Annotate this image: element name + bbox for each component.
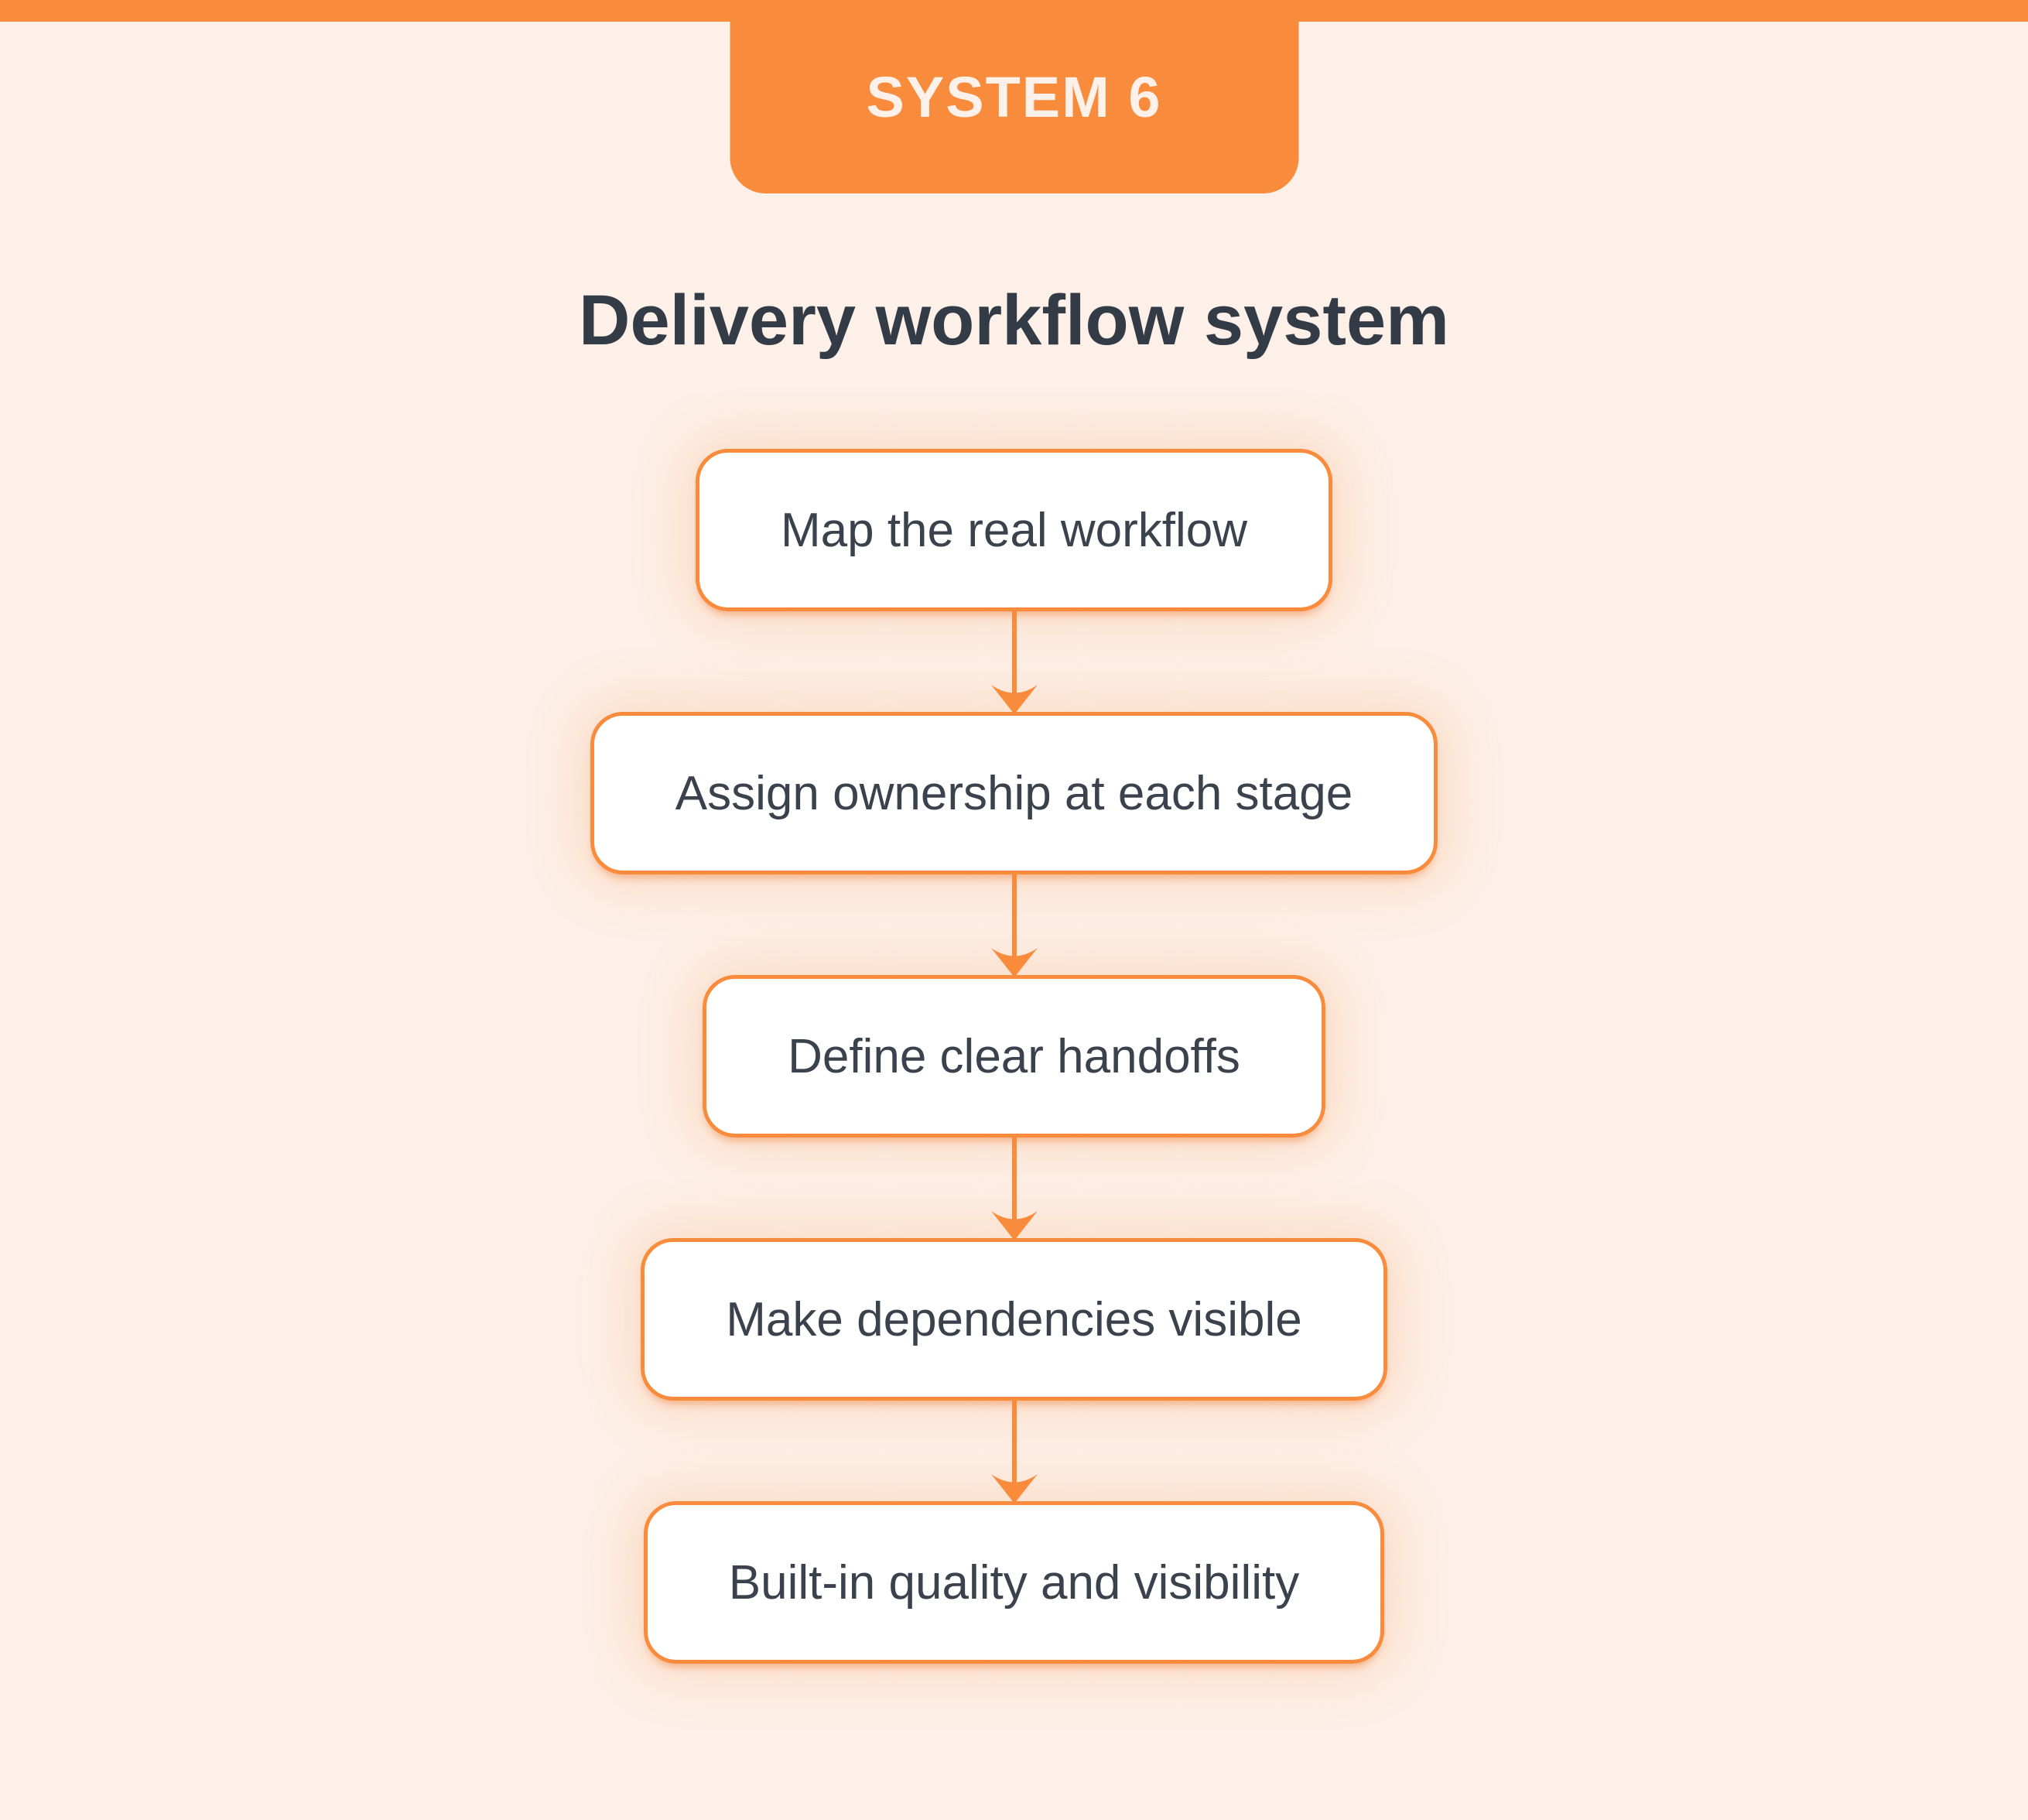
flow-step-assign-ownership: Assign ownership at each stage [590,712,1438,874]
page-title: Delivery workflow system [579,280,1449,360]
arrow-down-icon [990,1474,1038,1504]
flow-arrow [990,874,1038,977]
flow-step-map-workflow: Map the real workflow [695,449,1333,611]
flow-arrow [990,611,1038,714]
flow-step-define-handoffs: Define clear handoffs [703,975,1325,1138]
flow-step-dependencies-visible: Make dependencies visible [641,1238,1387,1401]
system-badge-label: SYSTEM 6 [866,64,1162,129]
flow-step-quality-visibility: Built-in quality and visibility [643,1501,1385,1664]
flow-arrow [990,1138,1038,1240]
arrow-down-icon [990,948,1038,977]
arrow-down-icon [990,1211,1038,1240]
system-badge: SYSTEM 6 [730,0,1298,193]
flow-arrow [990,1401,1038,1504]
workflow-flowchart: Map the real workflow Assign ownership a… [0,449,2028,1664]
arrow-down-icon [990,685,1038,714]
